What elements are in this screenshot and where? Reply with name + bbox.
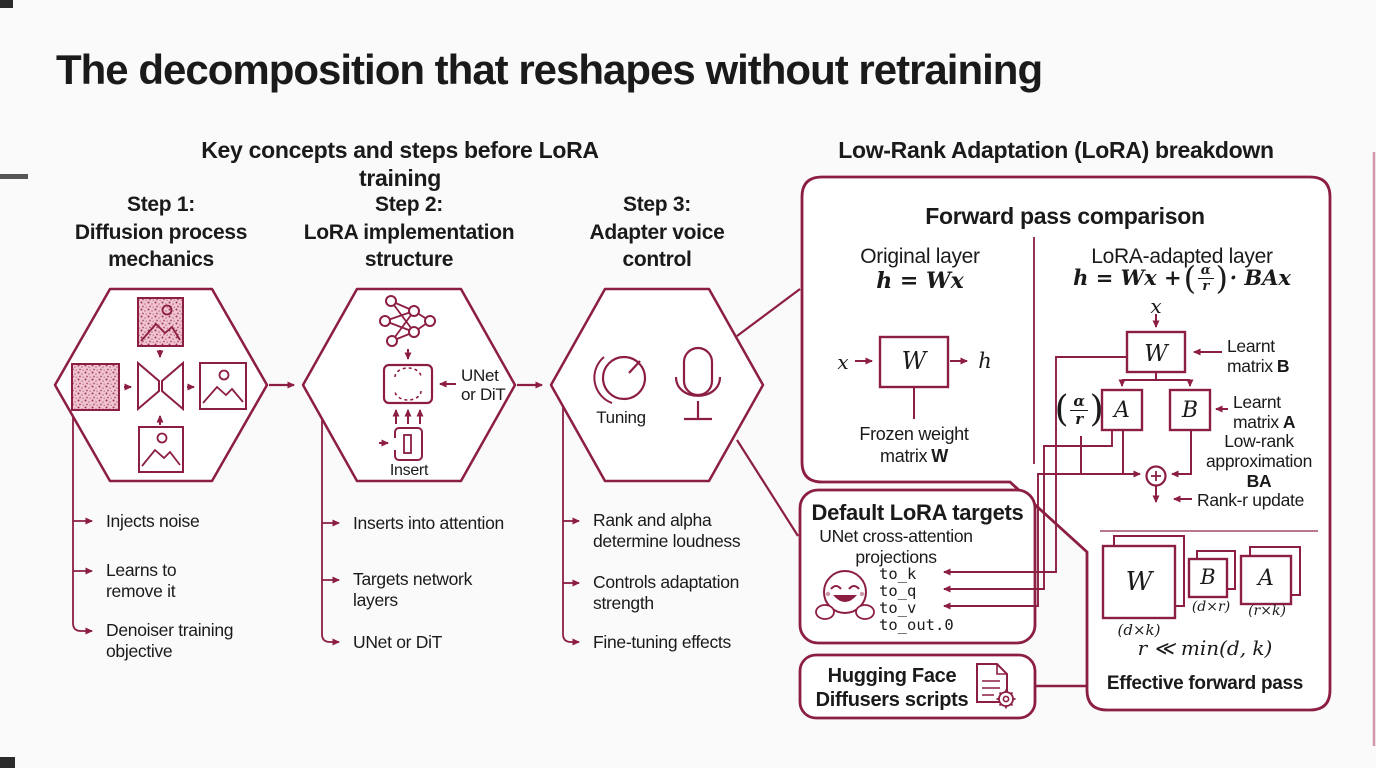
matrix-b-letter: B <box>1181 398 1199 423</box>
hugging-face-icon <box>815 570 875 620</box>
matrix-w-big-letter: W <box>1125 567 1153 597</box>
close-paren: ) <box>1215 258 1228 297</box>
adapted-formula: h = Wx + ( α r ) · BAx <box>1073 258 1291 297</box>
network-icon <box>379 295 436 347</box>
knob-icon <box>593 355 647 404</box>
original-output-h: h <box>978 349 992 373</box>
matrix-a-small-letter: A <box>1258 566 1274 591</box>
diffusion-arrows <box>124 350 195 425</box>
bullet-step3-3: Fine-tuning effects <box>593 632 731 652</box>
default-targets-subtitle: UNet cross-attention projections <box>819 526 973 567</box>
original-formula: h = Wx <box>876 268 964 294</box>
bullet-tree-step3 <box>562 407 580 646</box>
matrix-b-small-letter: B <box>1200 565 1216 589</box>
alpha-over-r: α r <box>1197 264 1214 293</box>
target-to-out: to_out.0 <box>879 616 954 634</box>
matrix-a-box <box>1100 388 1144 432</box>
page-title: The decomposition that reshapes without … <box>56 46 1043 93</box>
doc-gear-icon <box>976 663 1016 709</box>
bullet-step2-3: UNet or DiT <box>353 632 443 652</box>
bullet-tree-step1 <box>72 417 93 635</box>
target-to-q: to_q <box>879 582 917 600</box>
original-weight-w: W <box>901 347 927 375</box>
insert-icon <box>379 427 423 461</box>
original-layer-label: Original layer <box>860 245 980 268</box>
alpha-over-r-node: ( α r ) <box>1054 388 1104 430</box>
original-input-x: x <box>837 350 849 374</box>
plus-circle-icon <box>1145 465 1167 487</box>
bullet-step1-3: Denoiser training objective <box>106 620 234 662</box>
matrix-w-stack <box>1101 544 1177 620</box>
lora-structure-icons <box>379 295 456 461</box>
original-layer-diagram <box>855 335 968 419</box>
matrix-a-stack <box>1239 554 1293 606</box>
weight-box <box>878 335 950 389</box>
bullet-step2-1: Inserts into attention <box>353 513 504 533</box>
tuning-label: Tuning <box>596 408 646 427</box>
noise-square-icon <box>71 363 120 411</box>
bullet-tree-step2 <box>321 419 340 646</box>
bullet-step2-2: Targets network layers <box>353 569 473 611</box>
image-icon <box>138 426 184 473</box>
unet-note: UNet or DiT <box>461 366 506 405</box>
adapted-layer-diagram <box>1080 314 1228 503</box>
low-rank-approx-label: Low-rank approximation <box>1205 431 1313 472</box>
image-icon <box>199 362 247 410</box>
bullet-step1-1: Injects noise <box>106 511 200 531</box>
noisy-image-icon <box>137 297 184 347</box>
insert-label: Insert <box>389 462 429 479</box>
bullet-step3-2: Controls adaptation strength <box>593 572 740 614</box>
mic-icon <box>674 346 722 421</box>
insert-arrows <box>392 380 456 424</box>
adapted-input-x: x <box>1150 294 1162 318</box>
target-to-k: to_k <box>879 565 917 583</box>
adapted-weight-w: W <box>1144 341 1168 367</box>
section-header-left: Key concepts and steps before LoRA train… <box>201 137 599 192</box>
hexagon-step3 <box>549 287 765 483</box>
step-2-label: Step 2: LoRA implementation structure <box>303 193 515 272</box>
default-targets-title: Default LoRA targets <box>811 500 1024 525</box>
weight-box <box>1125 330 1187 374</box>
target-to-v: to_v <box>879 599 917 617</box>
step-1-label: Step 1: Diffusion process mechanics <box>74 193 248 272</box>
matrix-a-dim: (r×k) <box>1248 603 1286 619</box>
bullet-step1-2: Learns to remove it <box>106 560 177 602</box>
section-header-right: Low-Rank Adaptation (LoRA) breakdown <box>838 137 1274 163</box>
forward-pass-title: Forward pass comparison <box>925 203 1205 229</box>
matrix-a-letter: A <box>1114 398 1130 423</box>
rank-r-update-label: Rank-r update <box>1197 490 1304 510</box>
denoiser-icon <box>137 360 184 412</box>
voice-control-icons <box>593 346 722 421</box>
adapted-layer-label: LoRA-adapted layer <box>1091 245 1273 268</box>
target-connectors <box>943 356 1127 610</box>
matrix-b-dim: (d×r) <box>1191 599 1231 615</box>
low-rank-approx-ba: BA <box>1246 471 1272 491</box>
rank-inequality: r ≪ min(d, k) <box>1137 636 1273 660</box>
adapter-box-icon <box>382 363 434 405</box>
matrix-b-stack <box>1187 557 1229 599</box>
open-paren: ( <box>1183 258 1196 297</box>
hexagon-flow-arrows <box>269 288 801 537</box>
matrix-w-dim: (d×k) <box>1117 621 1161 639</box>
effective-forward-pass-label: Effective forward pass <box>1106 673 1304 694</box>
scripts-panel-label: Hugging Face Diffusers scripts <box>815 665 969 711</box>
diffusion-icons <box>71 297 247 473</box>
matrix-stacks <box>1101 535 1301 620</box>
step-3-label: Step 3: Adapter voice control <box>589 193 725 272</box>
bullet-step3-1: Rank and alpha determine loudness <box>593 510 741 552</box>
